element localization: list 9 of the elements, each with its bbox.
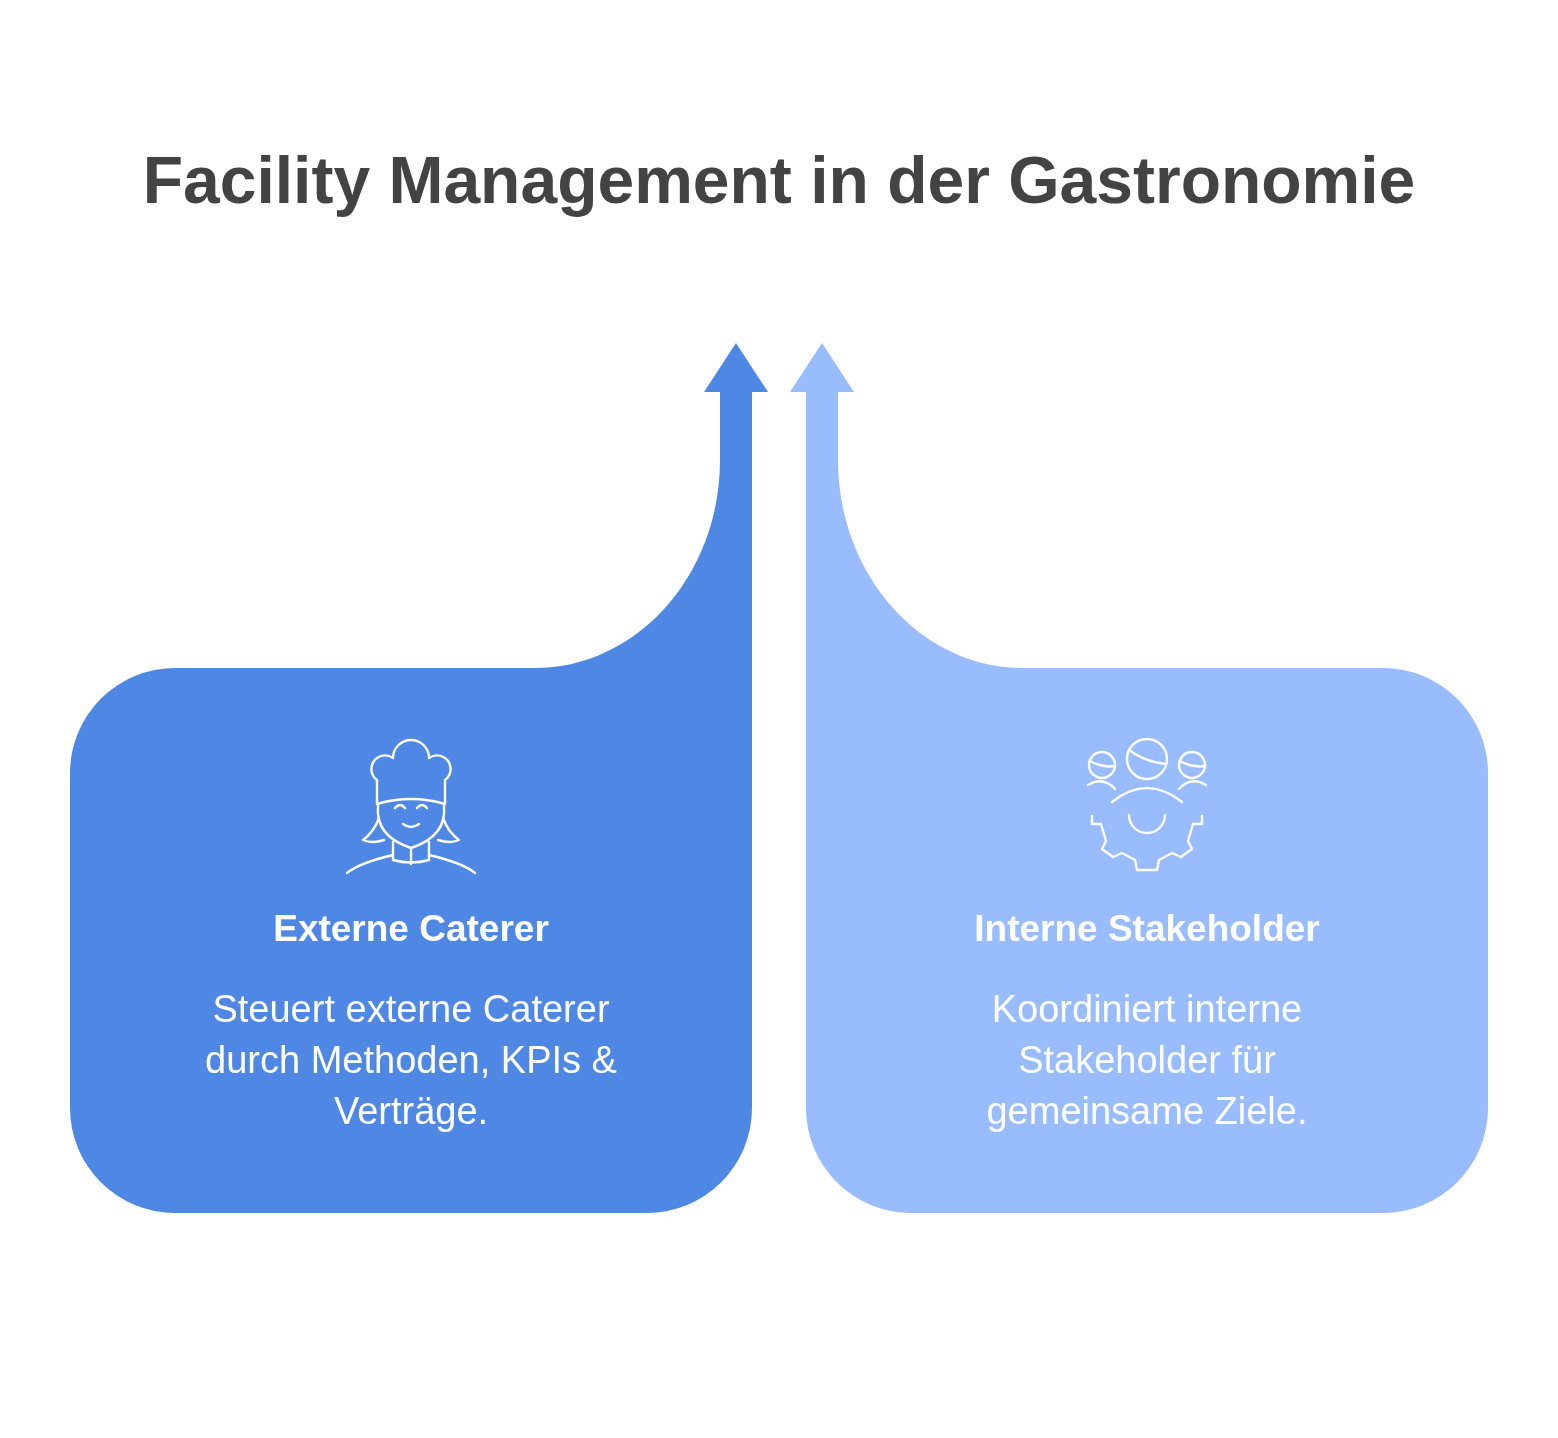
- panel-description: Koordiniert interne Stakeholder für gemeinsame Ziele.: [985, 987, 1309, 1134]
- curved-arrow: [790, 343, 1023, 669]
- panel-description: Steuert externe Caterer durch Methoden, KPIs & Verträge.: [204, 987, 618, 1134]
- title: Facility Management in der Gastronomie: [142, 142, 1416, 219]
- panel-heading: Externe Caterer: [273, 907, 549, 951]
- rounded-panel: [70, 668, 752, 1213]
- curved-arrow: [535, 343, 768, 669]
- panel-heading: Interne Stakeholder: [974, 907, 1320, 951]
- rounded-panel: [806, 668, 1488, 1213]
